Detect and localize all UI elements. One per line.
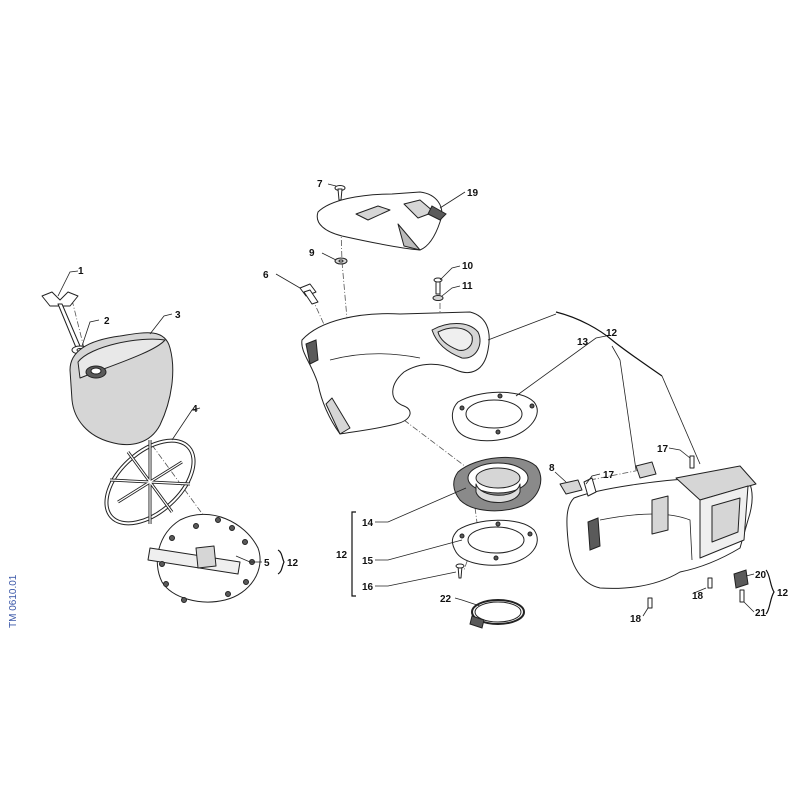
- upper-housing: [301, 311, 490, 435]
- washer-part-9: [334, 257, 348, 265]
- callout-15: 15: [362, 556, 374, 567]
- tank-frame-part-4: [104, 438, 196, 526]
- callout-11: 11: [462, 281, 473, 292]
- drawing-reference: TM 0610.01: [8, 574, 19, 628]
- small-hardware-parts-18-20-21: [647, 569, 749, 609]
- top-cover-part-19: [316, 191, 447, 251]
- screw-part-7: [334, 185, 346, 201]
- base-plate-part-5: [147, 513, 261, 603]
- leader-lines: [57, 183, 755, 617]
- assembly-12-brace-part5: [277, 549, 285, 575]
- callout-18-bottom: 18: [630, 614, 642, 625]
- callout-21: 21: [755, 608, 767, 619]
- callout-18-right: 18: [692, 591, 704, 602]
- callout-8: 8: [549, 463, 555, 474]
- bolt-part-6: [299, 283, 319, 305]
- adapter-flange-part-14: [453, 456, 542, 512]
- callout-4: 4: [192, 404, 198, 415]
- callout-1: 1: [78, 266, 84, 277]
- plate-studs: [159, 517, 255, 603]
- assembly-12-brace-left: [351, 511, 356, 597]
- gasket-ring-part-15: [451, 519, 538, 566]
- callout-22: 22: [440, 594, 452, 605]
- callout-10: 10: [462, 261, 474, 272]
- callout-16: 16: [362, 582, 374, 593]
- callout-17-lower: 17: [603, 470, 615, 481]
- callout-7: 7: [317, 179, 323, 190]
- callout-3: 3: [175, 310, 181, 321]
- callout-20: 20: [755, 570, 767, 581]
- callout-19: 19: [467, 188, 479, 199]
- washer-part-11: [432, 295, 444, 301]
- screw-part-16: [455, 563, 465, 579]
- assembly-12-brace-right: [765, 569, 775, 615]
- gasket-ring-part-13: [451, 391, 538, 442]
- callout-13: 13: [577, 337, 589, 348]
- callout-2: 2: [104, 316, 110, 327]
- callout-12-right: 12: [777, 588, 789, 599]
- screw-part-10: [433, 277, 443, 295]
- callout-9: 9: [309, 248, 315, 259]
- clips-parts-8-17: [559, 455, 695, 497]
- lower-housing: [566, 465, 757, 589]
- callout-12-part5: 12: [287, 558, 299, 569]
- callout-12-left: 12: [336, 550, 348, 561]
- callout-labels: 1 2 3 4 5 12 6 7 9 19 10 11 12 13 14 12 …: [78, 179, 789, 625]
- callout-6: 6: [263, 270, 269, 281]
- callout-17-upper: 17: [657, 444, 669, 455]
- assembly-12-bracket-top: [487, 311, 701, 471]
- callout-14: 14: [362, 518, 374, 529]
- fuel-tank-part-3: [69, 332, 174, 446]
- callout-5: 5: [264, 558, 270, 569]
- hose-clamp-part-22: [469, 599, 525, 629]
- callout-12-housing: 12: [606, 328, 618, 339]
